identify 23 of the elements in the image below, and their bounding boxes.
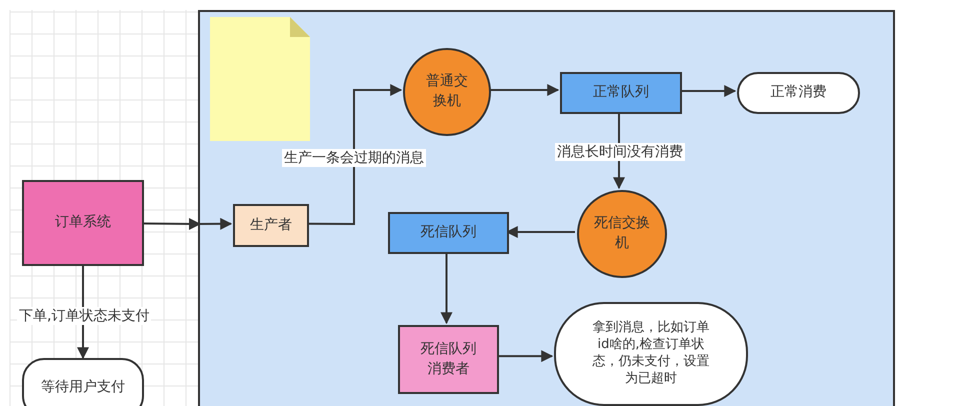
process-box: 订单系统: [22, 180, 144, 266]
process-box: 生产者: [233, 204, 309, 247]
arrow: [440, 252, 452, 324]
exchange-circle: 死信交换机: [577, 190, 667, 278]
queue-box: 死信队列: [388, 212, 509, 254]
container-panel: [198, 10, 895, 406]
edge-label: 下单,订单状态未支付: [17, 307, 152, 326]
terminal-box: 拿到消息，比如订单id啥的,检查订单状态，仍未支付，设置为已超时: [554, 302, 748, 406]
terminal-box: 正常消费: [737, 72, 860, 114]
arrow: [497, 350, 554, 362]
sticky-note: [210, 17, 310, 141]
arrow: [680, 85, 736, 97]
arrow: [307, 84, 402, 225]
arrow: [77, 266, 89, 360]
exchange-circle: 普通交换机: [403, 48, 491, 136]
arrow: [144, 218, 232, 230]
process-box: 死信队列消费者: [398, 325, 499, 394]
edge-label: 消息长时间没有消费: [555, 143, 685, 162]
terminal-box: 等待用户支付: [22, 358, 144, 406]
arrow: [489, 84, 560, 96]
edge-label: 生产一条会过期的消息: [282, 149, 426, 168]
arrow: [613, 112, 625, 190]
queue-box: 正常队列: [560, 72, 682, 114]
